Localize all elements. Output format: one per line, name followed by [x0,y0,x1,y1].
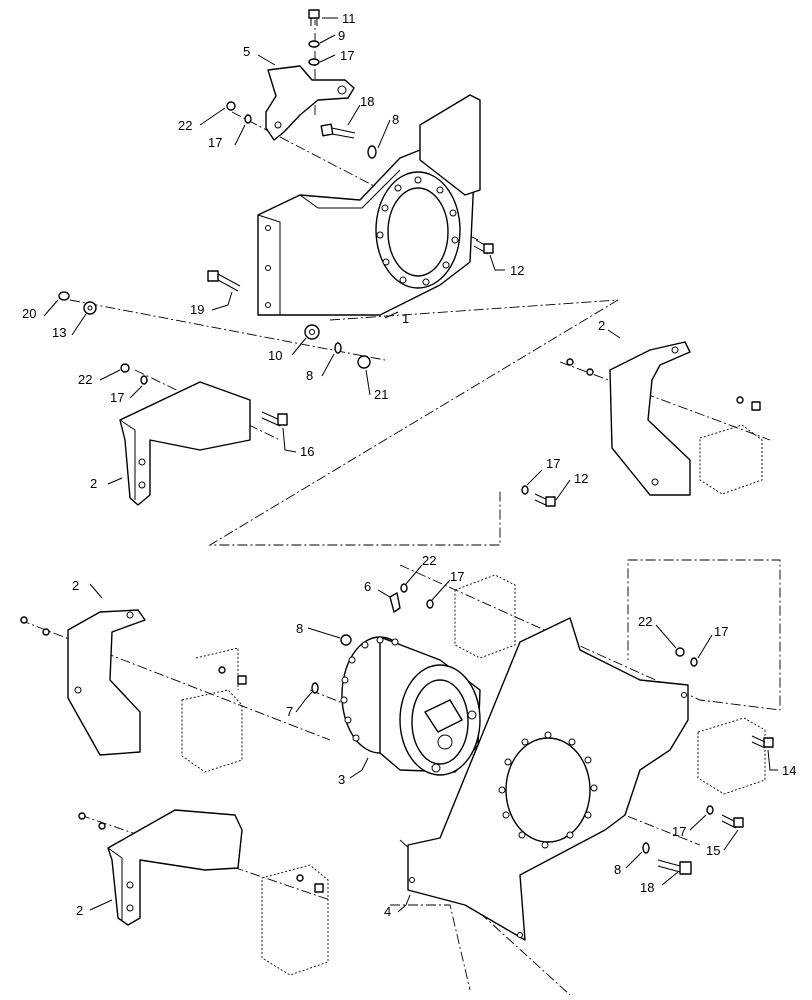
callout-14: 14 [782,763,796,778]
bolt-12-middle [534,493,556,507]
bracket-part-2-middle-left [67,609,146,756]
callout-16: 16 [300,444,314,459]
bolt-15 [721,814,744,829]
plate-bolt-circle [498,731,598,849]
callout-22: 22 [422,553,436,568]
callout-17: 17 [714,624,728,639]
plate-part-4 [407,617,689,941]
callout-1: 1 [402,311,409,326]
callout-22: 22 [178,118,192,133]
callout-17: 17 [450,569,464,584]
bracket-part-5 [265,65,355,141]
mount-plate-part-1 [257,94,481,316]
callout-11: 11 [342,11,356,26]
callout-2: 2 [90,476,97,491]
callout-20: 20 [22,306,36,321]
callout-12: 12 [574,471,588,486]
bolt-11 [308,9,320,26]
callout-8: 8 [296,621,303,636]
callout-12: 12 [510,263,524,278]
callout-17: 17 [208,135,222,150]
callout-17: 17 [546,456,560,471]
callout-2: 2 [76,903,83,918]
callout-labels: 11 9 17 5 18 8 22 17 12 20 13 19 1 2 10 … [22,11,796,919]
callout-19: 19 [190,302,204,317]
callout-5: 5 [243,44,250,59]
callout-4: 4 [384,904,391,919]
callout-22: 22 [638,614,652,629]
bolt-18-bottom [657,859,692,875]
callout-3: 3 [338,772,345,787]
motor-bolt-flange [340,636,399,742]
callout-2: 2 [72,578,79,593]
callout-17: 17 [110,390,124,405]
callout-8: 8 [306,368,313,383]
guard-plates [181,424,766,976]
callout-15: 15 [706,843,720,858]
callout-7: 7 [286,704,293,719]
bolt-14 [751,735,774,749]
bolt-19 [207,270,241,292]
callout-6: 6 [364,579,371,594]
bolt-16 [261,411,288,427]
callout-10: 10 [268,348,282,363]
mount-bolt-holes [376,176,459,286]
motor-part-3 [340,636,481,776]
bolt-12-top [473,239,494,255]
leader-lines [43,17,778,913]
callout-13: 13 [52,325,66,340]
bolt-18-top [320,123,356,139]
small-hardware [20,358,761,893]
bracket-part-2-upper-left [119,381,251,506]
callout-8: 8 [392,112,399,127]
callout-17: 17 [340,48,354,63]
bracket-part-2-lower-left [107,809,243,926]
bracket-part-2-upper-right [609,341,691,496]
callout-17: 17 [672,824,686,839]
callout-22: 22 [78,372,92,387]
callout-9: 9 [338,28,345,43]
callout-18: 18 [640,880,654,895]
callout-2: 2 [598,318,605,333]
callout-18: 18 [360,94,374,109]
callout-21: 21 [374,387,388,402]
callout-8: 8 [614,862,621,877]
fasteners [20,9,774,893]
